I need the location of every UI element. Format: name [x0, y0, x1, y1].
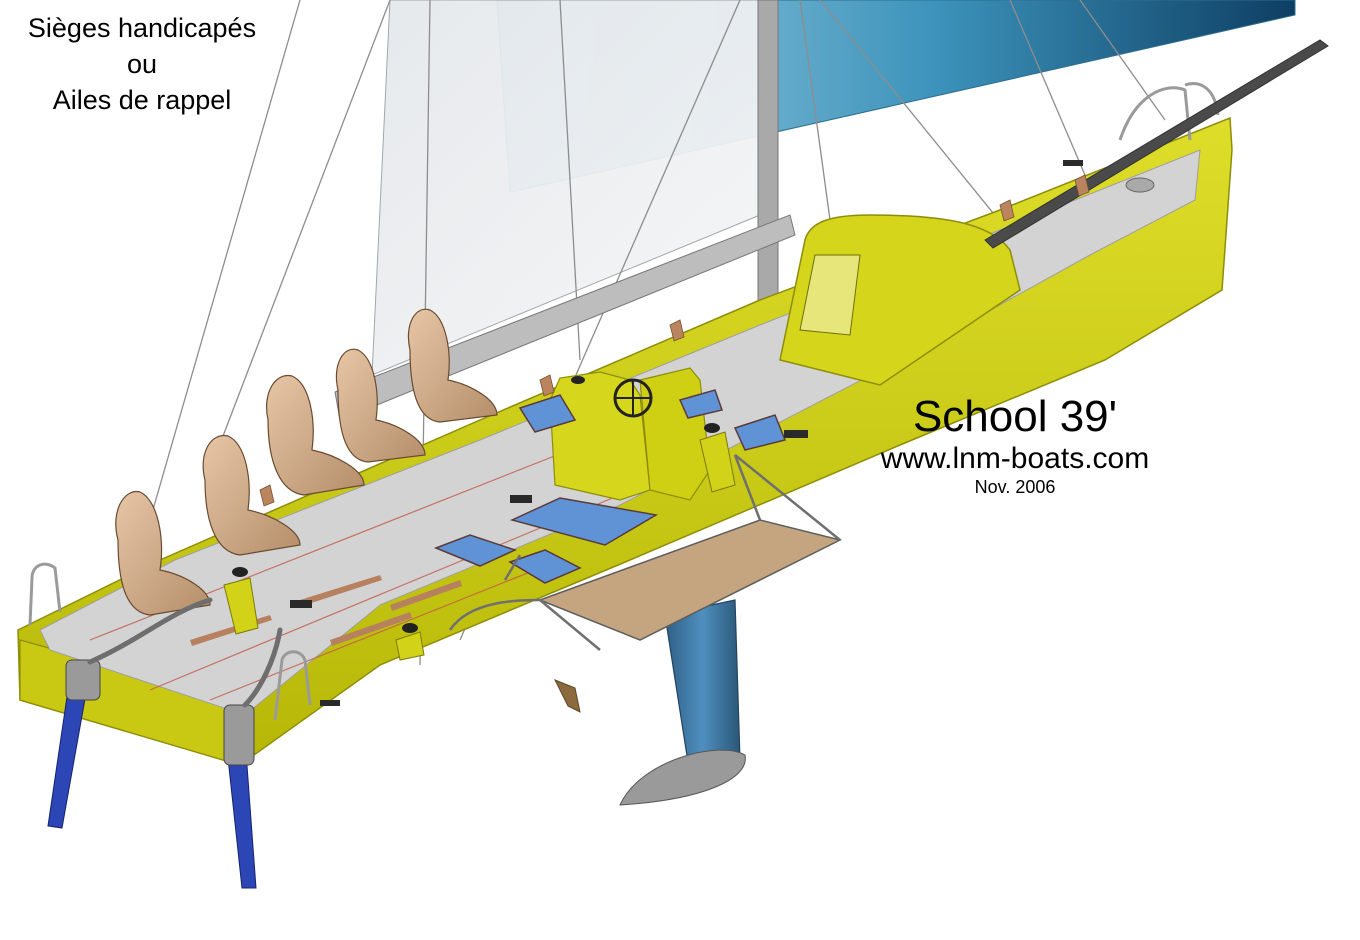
cockpit-pedestal-right [639, 367, 711, 501]
website-text: www.lnm-boats.com [880, 442, 1150, 475]
deck-hatch-round [1125, 177, 1155, 193]
seats-caption-line2: ou [126, 49, 158, 79]
cabin-window [799, 254, 861, 336]
model-title: School 39' [912, 392, 1118, 441]
skeg [553, 679, 581, 713]
winch-posts [223, 431, 736, 661]
seats [115, 308, 498, 616]
fittings [290, 160, 1083, 706]
deck-strips [190, 575, 462, 646]
cockpit-pedestal [549, 371, 651, 501]
seat [115, 491, 211, 616]
keel-bulb [619, 749, 746, 806]
seat [407, 308, 498, 423]
bowsprit [984, 39, 1329, 249]
seat [266, 374, 365, 496]
winch-tops [232, 376, 720, 633]
seats-caption-line1: Sièges handicapés [27, 13, 257, 43]
rigging-lines [149, 0, 1166, 666]
seats-caption-line3: Ailes de rappel [52, 85, 232, 115]
seat [202, 434, 301, 556]
keel-fin [664, 599, 741, 776]
tillers [87, 597, 283, 708]
hatches [433, 389, 787, 584]
seat [335, 348, 426, 463]
platform-frame [448, 454, 841, 651]
date-text: Nov. 2006 [974, 477, 1056, 497]
seats-caption: Sièges handicapés ou Ailes de rappel [0, 10, 284, 118]
rudder-heads [65, 659, 255, 766]
rudder-starboard [227, 751, 257, 889]
